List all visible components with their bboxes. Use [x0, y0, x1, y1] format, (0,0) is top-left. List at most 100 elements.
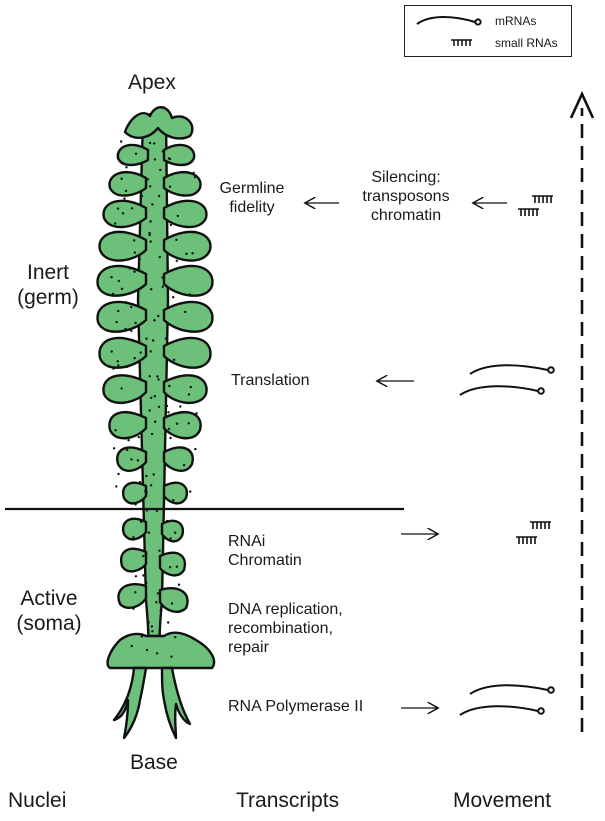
legend-icons [416, 16, 482, 46]
stipple-dot [154, 420, 157, 423]
stipple-dot [153, 142, 156, 145]
stipple-dot [145, 474, 148, 478]
stipple-dot [117, 364, 120, 367]
stipple-dot [111, 292, 115, 296]
stipple-dot [147, 531, 151, 534]
stipple-dot [130, 305, 133, 309]
stipple-dot [193, 230, 197, 234]
stipple-dot [150, 625, 154, 628]
stipple-dot [123, 197, 126, 200]
stipple-dot [110, 350, 113, 353]
stipple-dot [134, 152, 138, 155]
movement-arrow-head [569, 90, 595, 119]
stipple-dot [149, 185, 152, 188]
stipple-dot [187, 422, 190, 425]
leaflet-left [108, 171, 148, 197]
stipple-dot [124, 189, 128, 193]
leaflet-left [102, 374, 148, 404]
leaflet-right [162, 199, 208, 229]
stipple-dot [137, 435, 140, 439]
leaflet-left [108, 411, 148, 440]
stipple-dot [155, 652, 159, 655]
stipple-dot [170, 269, 173, 272]
leaflet-right [162, 336, 212, 369]
stipple-dot [172, 499, 175, 502]
stipple-dot [133, 251, 136, 254]
stipple-dot [115, 320, 118, 324]
stipple-dot [151, 630, 154, 633]
stipple-dot [145, 337, 148, 340]
leaflet-right [158, 551, 187, 577]
stipple-dot [149, 240, 152, 243]
stipple-dot [179, 405, 182, 408]
leaflet-right [162, 411, 202, 440]
stipple-dot [130, 458, 133, 461]
stipple-dot [167, 411, 170, 414]
root-left [112, 666, 148, 740]
stipple-dot [127, 439, 130, 442]
plant-base-spread [106, 631, 216, 670]
stipple-dot [159, 609, 162, 612]
stipple-dot [193, 175, 197, 179]
stipple-dot [134, 548, 138, 551]
stipple-dot [175, 238, 178, 241]
leaflet-right [162, 481, 189, 505]
stipple-dot [153, 158, 157, 161]
stipple-dot [156, 375, 159, 378]
leaflet-right [158, 587, 189, 613]
column-movement: Movement [453, 789, 552, 812]
rna-polymerase-label: RNA Polymerase II [228, 698, 364, 715]
dna-line-1: DNA replication, [228, 601, 343, 618]
silencing-line-2: transposons [362, 188, 450, 206]
stipple-dot [120, 177, 123, 180]
stipple-dot [120, 287, 124, 290]
stipple-dot [192, 171, 195, 174]
stipple-dot [126, 448, 129, 452]
apex-label: Apex [128, 71, 176, 94]
stipple-dot [185, 252, 188, 255]
stipple-dot [138, 481, 142, 484]
stipple-dot [148, 231, 151, 235]
leaflet-left [102, 199, 148, 229]
stipple-dot [112, 447, 116, 450]
stipple-dot [168, 384, 171, 388]
stipple-dot [158, 255, 161, 259]
stipple-dot [168, 157, 172, 161]
leaflet-right [162, 230, 212, 262]
stipple-dot [132, 536, 135, 539]
stipple-dot [188, 293, 192, 296]
stipple-dot [138, 257, 141, 261]
stipple-dot [167, 621, 170, 624]
stipple-dot [149, 350, 152, 353]
rnai-line-2: Chromatin [228, 552, 302, 570]
inert-region-label: Inert (germ) [8, 260, 88, 310]
stipple-dot [187, 393, 191, 396]
stipple-dot [151, 203, 154, 206]
stipple-dot [158, 549, 161, 552]
stipple-dot [177, 583, 181, 586]
stipple-dot [191, 252, 194, 255]
stipple-dot [117, 472, 120, 476]
leaflet-right [160, 519, 185, 543]
stipple-dot [120, 140, 123, 143]
stipple-dot [121, 212, 125, 215]
stipple-dot [161, 276, 164, 279]
active-region-label: Active (soma) [6, 586, 92, 636]
inert-line-2: (germ) [17, 286, 79, 310]
stipple-dot [175, 422, 179, 425]
dna-line-3: repair [228, 639, 269, 657]
stipple-dot [172, 296, 175, 299]
stipple-dot [114, 429, 117, 432]
leaflet-right [162, 171, 202, 197]
stipple-dot [175, 259, 178, 262]
stipple-dot [117, 279, 121, 283]
silencing-line-1: Silencing: [371, 169, 441, 186]
stipple-dot [155, 601, 158, 604]
leaflet-left [121, 481, 148, 505]
stipple-dot [110, 276, 113, 279]
dna-replication-label: DNA replication, recombination, repair [228, 600, 343, 658]
small-rna-comb-icon [516, 521, 551, 544]
stipple-dot [169, 223, 173, 227]
stipple-dot [132, 607, 135, 610]
